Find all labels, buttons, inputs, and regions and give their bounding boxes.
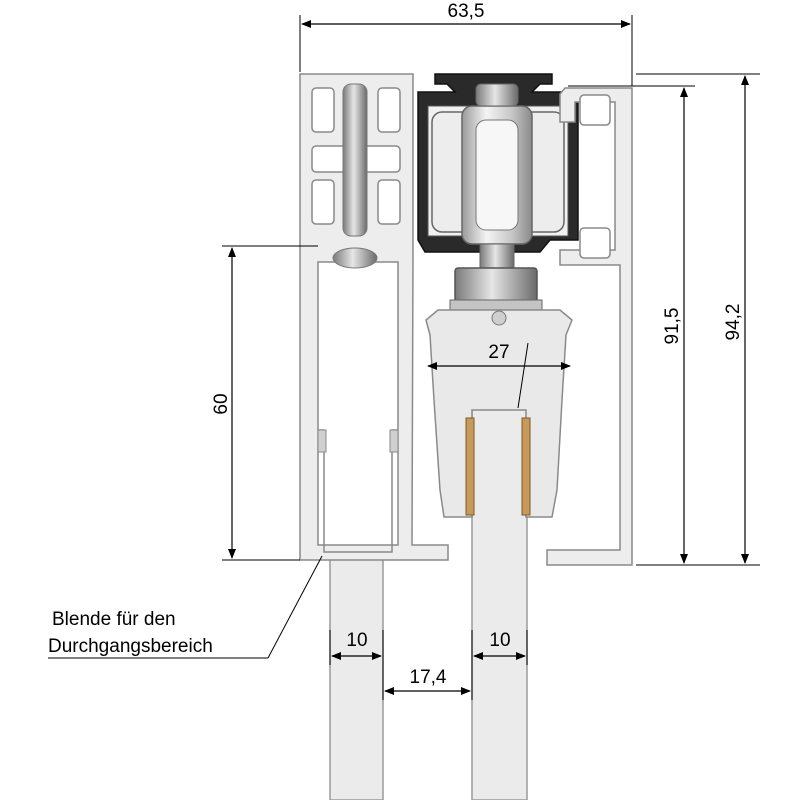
dim-left-height: 60: [211, 393, 232, 414]
glass-panel-right: [471, 404, 528, 801]
dim-outer-height: 94,2: [723, 304, 744, 341]
dim-hanger-width: 27: [488, 342, 509, 363]
callout-line-1: Blende für den: [52, 609, 176, 630]
left-cover-profile: [299, 73, 449, 561]
callout-line-2: Durchgangsbereich: [48, 636, 213, 657]
callout-leader: [48, 555, 323, 659]
dim-overall-width: 63,5: [448, 1, 485, 22]
dim-panel-left: 10: [346, 630, 367, 651]
dim-panel-gap: 17,4: [410, 667, 447, 688]
extension-lines: [222, 15, 760, 700]
dim-inner-height: 91,5: [662, 308, 683, 345]
right-wall-profile: [546, 87, 633, 566]
dim-panel-right: 10: [489, 630, 510, 651]
carriage-track: [417, 73, 579, 311]
dimension-arrows: [228, 20, 749, 695]
door-hanger: [425, 309, 573, 518]
